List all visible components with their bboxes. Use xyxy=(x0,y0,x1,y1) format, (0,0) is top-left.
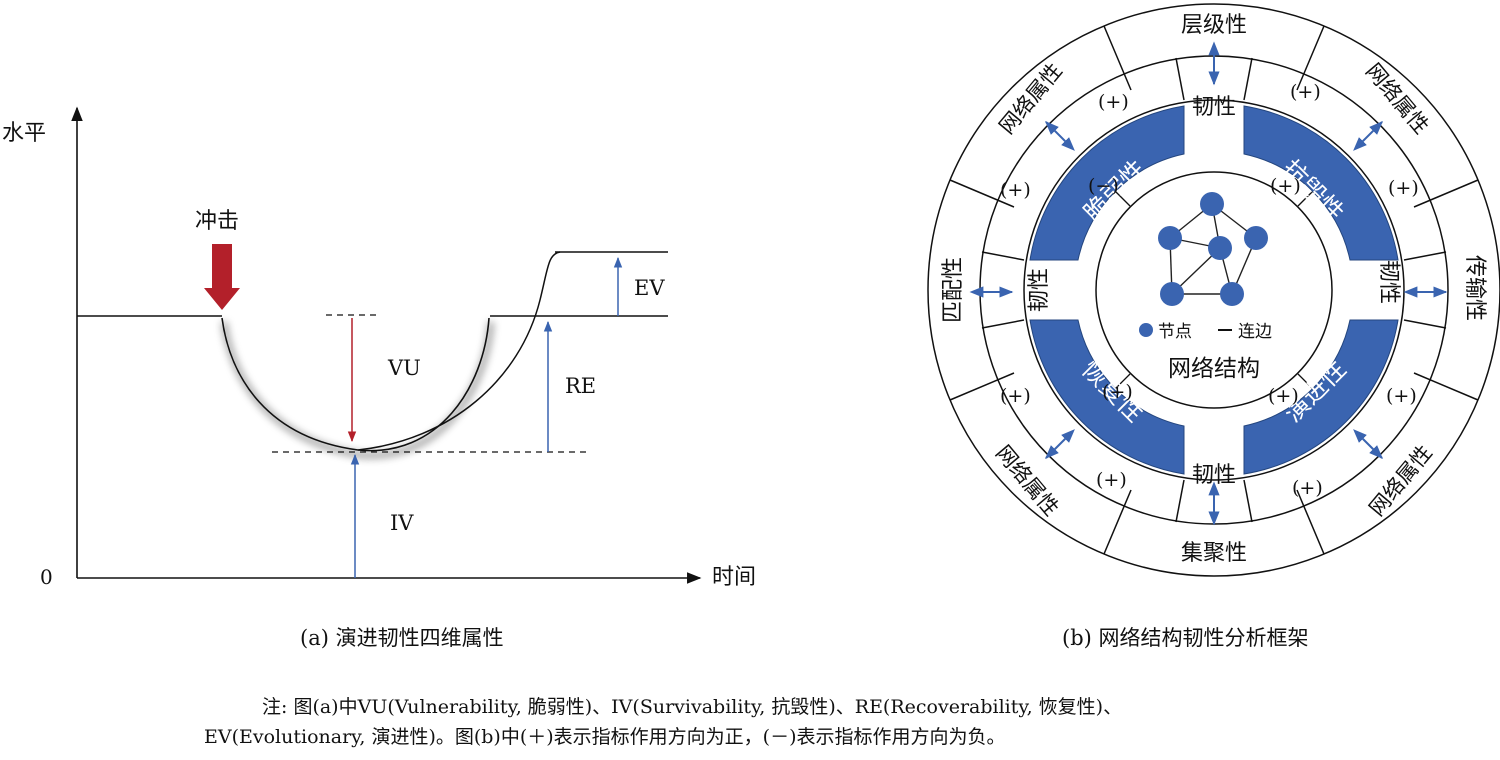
resilience-top: 韧性 xyxy=(1192,95,1236,120)
sign-markers: (+) (+) (+) (+) (+) (+) (+) (+) (−) (+) … xyxy=(1000,81,1419,499)
panel-b: 脆弱性 抗毁性 演进性 恢复性 韧性 韧性 韧性 韧性 层级性 网络属性 传输性… xyxy=(927,3,1500,577)
sign-inner-ne: (+) xyxy=(1270,175,1301,197)
network-nodes xyxy=(1158,192,1268,306)
note-line-1: 注: 图(a)中VU(Vulnerability, 脆弱性)、IV(Surviv… xyxy=(262,696,1123,718)
resilience-bottom: 韧性 xyxy=(1192,463,1236,488)
sign-outer-nw: (+) xyxy=(1098,91,1129,113)
node xyxy=(1160,282,1184,306)
node xyxy=(1158,226,1182,250)
node xyxy=(1208,236,1232,260)
ev-label: EV xyxy=(634,276,665,300)
panel-a: 水平 时间 0 冲击 VU IV RE EV xyxy=(2,106,756,590)
x-axis-label: 时间 xyxy=(712,565,756,590)
double-arrows xyxy=(969,41,1448,526)
shock-label: 冲击 xyxy=(195,209,239,234)
caption-b: (b) 网络结构韧性分析框架 xyxy=(1062,626,1309,650)
arrow-sw xyxy=(1045,429,1075,459)
origin-label: 0 xyxy=(40,565,53,589)
sign-outer-en: (+) xyxy=(1388,177,1419,199)
node xyxy=(1200,192,1224,216)
outer-label-matching: 匹配性 xyxy=(941,257,966,323)
legend-node-icon xyxy=(1139,323,1153,337)
legend-edge-label: 连边 xyxy=(1238,322,1272,342)
outer-label-hierarchy: 层级性 xyxy=(1181,13,1247,38)
sign-outer-ne: (+) xyxy=(1290,81,1321,103)
sign-outer-se: (+) xyxy=(1292,477,1323,499)
arc-survivability xyxy=(1243,105,1399,261)
outer-label-transmission: 传输性 xyxy=(1462,255,1487,321)
middle-ring-outer xyxy=(1023,99,1405,481)
node xyxy=(1244,226,1268,250)
resilience-left: 韧性 xyxy=(1027,268,1052,312)
arc-evolution xyxy=(1243,319,1399,475)
sign-outer-wn: (+) xyxy=(1000,179,1031,201)
shock-arrow xyxy=(204,244,240,310)
iv-label: IV xyxy=(390,511,414,535)
sign-inner-nw: (−) xyxy=(1088,175,1119,197)
arrow-se xyxy=(1353,429,1383,459)
y-axis-label: 水平 xyxy=(2,121,46,146)
outer-label-agglomeration: 集聚性 xyxy=(1181,541,1247,566)
outer-ring-separators xyxy=(949,25,1479,555)
dip-curve-shadow xyxy=(221,321,494,459)
arrow-ne xyxy=(1353,121,1383,151)
legend-node-label: 节点 xyxy=(1158,322,1192,342)
center-title: 网络结构 xyxy=(1168,356,1260,382)
sign-outer-es: (+) xyxy=(1386,385,1417,407)
sign-outer-ws: (+) xyxy=(1000,385,1031,407)
arc-vulnerability xyxy=(1029,105,1185,261)
node xyxy=(1220,282,1244,306)
sign-inner-se: (+) xyxy=(1268,385,1299,407)
recovery-curve xyxy=(357,251,561,451)
note-line-2: EV(Evolutionary, 演进性)。图(b)中(＋)表示指标作用方向为正… xyxy=(204,726,1006,748)
caption-a: (a) 演进韧性四维属性 xyxy=(300,626,504,650)
outer-ring-outer xyxy=(927,3,1500,577)
resilience-right: 韧性 xyxy=(1376,260,1401,304)
arrow-nw xyxy=(1045,121,1075,151)
vu-label: VU xyxy=(387,356,421,380)
blue-arcs xyxy=(1029,105,1399,475)
middle-ring-inner xyxy=(1095,171,1333,409)
arc-recoverability xyxy=(1029,319,1185,475)
dip-curve xyxy=(221,317,490,452)
sign-inner-sw: (+) xyxy=(1102,381,1133,403)
sign-outer-sw: (+) xyxy=(1096,469,1127,491)
re-label: RE xyxy=(565,374,596,398)
